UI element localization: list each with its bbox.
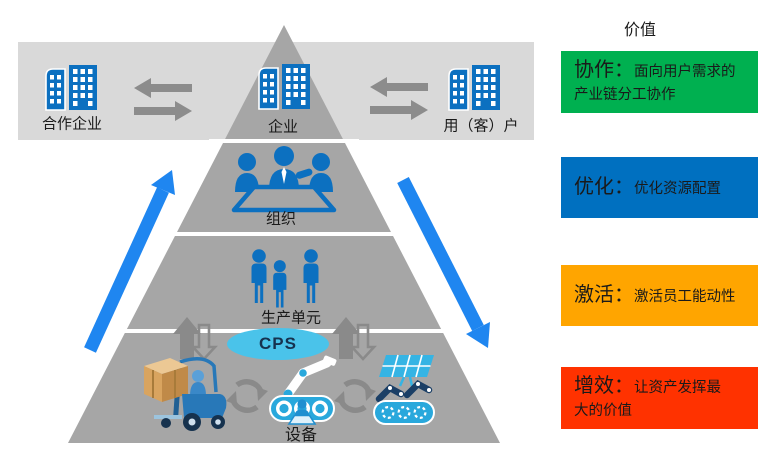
customer-buildings-icon <box>448 64 501 111</box>
value-card-text: 激活：激活员工能动性 <box>574 282 736 309</box>
flow-arrow-down-icon <box>397 177 490 348</box>
value-card-label: 优化： <box>574 176 634 198</box>
equipment-label: 设备 <box>284 427 318 444</box>
operator-terminal-icon <box>287 399 317 425</box>
customer-label: 用（客）户 <box>443 117 519 135</box>
value-card-text: 协作：面向用户需求的 产业链分工协作 <box>574 57 736 107</box>
value-card-label: 激活： <box>574 284 634 306</box>
partner-label: 合作企业 <box>41 115 103 133</box>
value-card-label: 协作： <box>574 59 634 81</box>
value-card-desc: 面向用户需求的 产业链分工协作 <box>574 64 736 103</box>
value-panel-title: 价值 <box>623 22 657 39</box>
value-card-efficiency: 增效：让资产发挥最 大的价值 <box>561 367 758 429</box>
value-card-activation: 激活：激活员工能动性 <box>561 265 758 326</box>
production-unit-label: 生产单元 <box>260 309 322 327</box>
value-card-label: 增效： <box>574 375 634 397</box>
cps-label: CPS <box>259 334 297 353</box>
organization-label: 组织 <box>265 210 297 228</box>
enterprise-buildings-icon <box>258 63 311 110</box>
value-card-collaboration: 协作：面向用户需求的 产业链分工协作 <box>561 51 758 113</box>
value-card-desc: 让资产发挥最 大的价值 <box>574 380 721 419</box>
flow-arrow-up-icon <box>84 170 175 353</box>
solar-panel-robots-icon <box>373 354 435 425</box>
forklift-icon <box>144 357 227 431</box>
value-card-desc: 优化资源配置 <box>634 181 721 197</box>
partner-buildings-icon <box>45 64 98 111</box>
value-card-desc: 激活员工能动性 <box>634 289 736 305</box>
value-card-optimization: 优化：优化资源配置 <box>561 157 758 218</box>
value-card-text: 增效：让资产发挥最 大的价值 <box>574 373 721 423</box>
enterprise-label: 企业 <box>267 118 299 136</box>
meeting-icon <box>231 146 337 213</box>
cps-ellipse <box>227 328 329 360</box>
value-card-text: 优化：优化资源配置 <box>574 174 721 201</box>
